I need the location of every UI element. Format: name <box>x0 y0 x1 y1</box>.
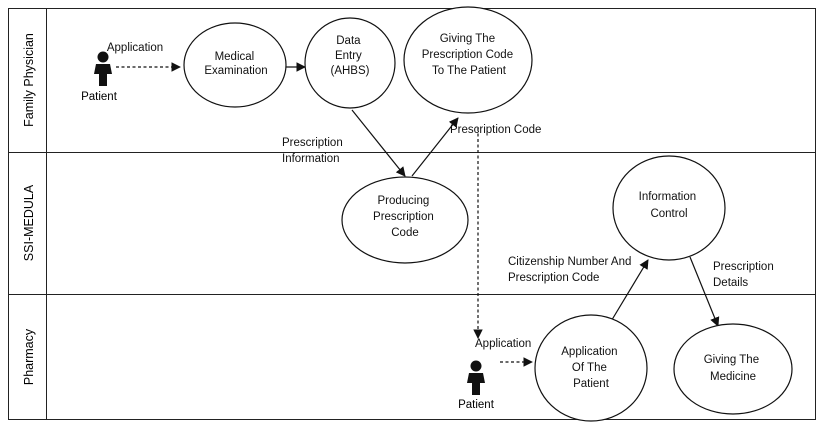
actor-label-patient-top: Patient <box>81 91 118 103</box>
node-giving-medicine <box>673 323 793 415</box>
edge-application-to-info-control <box>606 259 649 329</box>
lane-label-ssi-medula: SSI-MEDULA <box>22 184 36 261</box>
edges <box>116 62 720 367</box>
node-data-entry <box>304 17 396 109</box>
node-data-entry-text: Data Entry (AHBS) <box>331 35 370 77</box>
person-icon <box>467 360 485 395</box>
lane-label-family-physician: Family Physician <box>22 33 36 127</box>
node-producing-prescription-code <box>341 176 469 264</box>
node-giving-prescription-code <box>403 6 533 114</box>
diagram-border <box>8 8 816 420</box>
lane-label-pharmacy: Pharmacy <box>22 328 36 385</box>
edge-data-entry-to-producing <box>351 109 406 177</box>
node-information-control <box>612 155 726 261</box>
actor-label-patient-bottom: Patient <box>458 399 495 411</box>
person-icon <box>94 51 112 86</box>
lane-grid <box>8 8 816 420</box>
node-information-control-text: Information Control <box>639 191 700 220</box>
node-giving-medicine-text: Giving The Medicine <box>704 354 763 383</box>
node-medical-examination <box>183 22 287 108</box>
edge-label-application-bottom: Application <box>475 338 531 350</box>
edge-label-prescription-code: Prescription Code <box>450 124 541 136</box>
edge-label-citizenship-number: Citizenship Number And Prescription Code <box>508 256 635 284</box>
node-medical-examination-text: Medical Examination <box>204 51 267 77</box>
edge-producing-to-giving-code <box>411 117 459 177</box>
edge-label-prescription-details: Prescription Details <box>713 261 777 289</box>
edge-info-control-to-medicine <box>689 256 720 327</box>
node-application-of-patient-text: Application Of The Patient <box>561 346 620 390</box>
nodes <box>183 6 793 422</box>
node-giving-prescription-code-text: Giving The Prescription Code To The Pati… <box>422 33 517 77</box>
edge-label-prescription-information: Prescription Information <box>282 137 346 165</box>
edge-label-application-top: Application <box>107 42 163 54</box>
node-producing-prescription-code-text: Producing Prescription Code <box>373 195 437 239</box>
node-application-of-patient <box>534 314 648 422</box>
